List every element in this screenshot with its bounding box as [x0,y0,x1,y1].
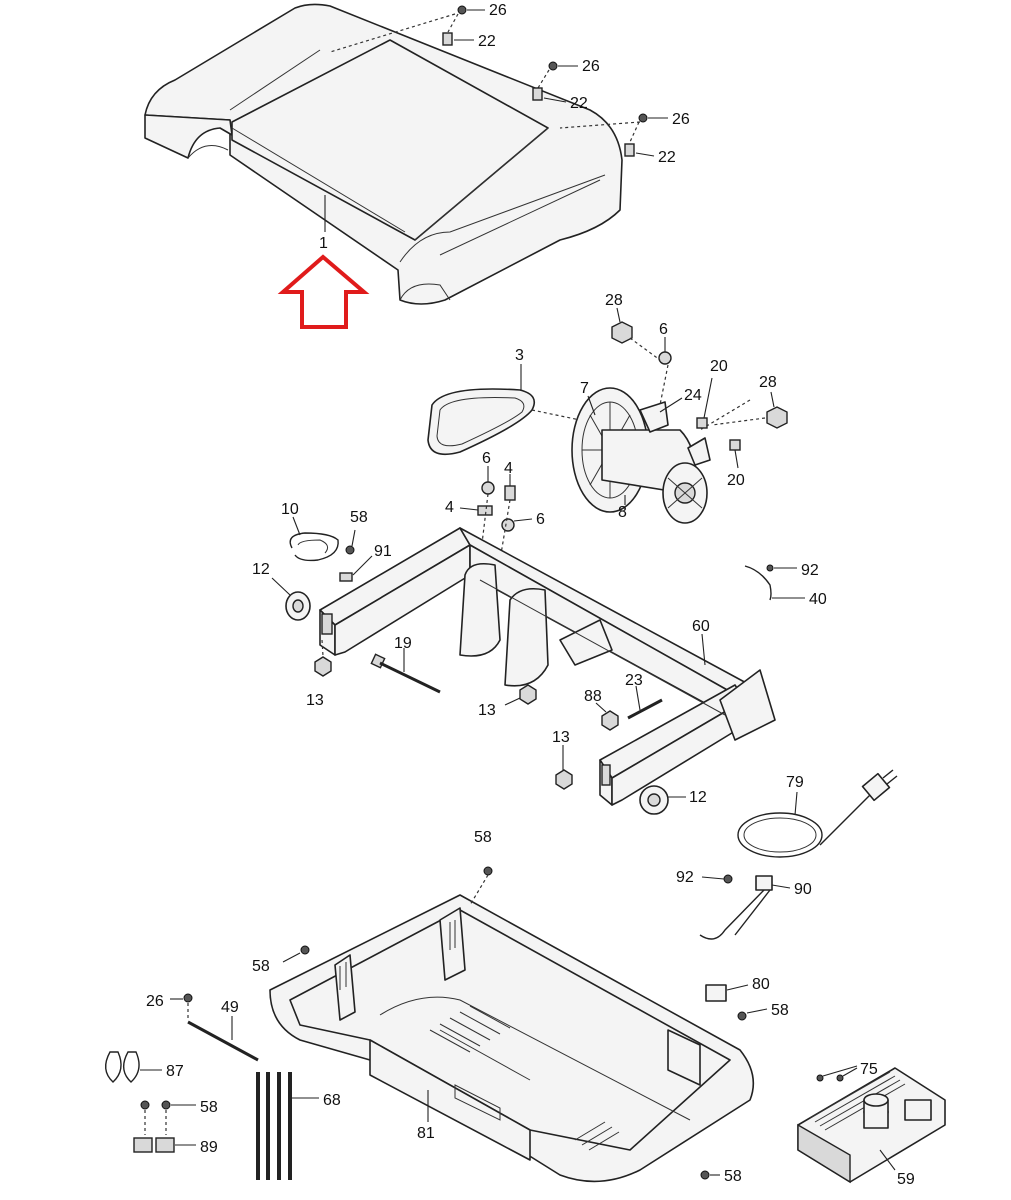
label-nut-13c: 13 [552,729,570,746]
belt-part [427,388,536,456]
label-screw-58f: 58 [724,1168,742,1185]
label-screw-26c: 26 [672,111,690,128]
label-nut-28a: 28 [605,292,623,309]
label-bolt-23: 23 [625,672,643,689]
controller-part [797,1067,946,1184]
label-screw-92a: 92 [801,562,819,579]
label-switch-80: 80 [752,976,770,993]
label-screw-92b: 92 [676,869,694,886]
label-flywheel: 7 [580,380,589,397]
label-bracket-24: 24 [684,387,702,404]
highlight-arrow-icon [277,254,370,329]
label-screw-58d: 58 [771,1002,789,1019]
label-motor: 8 [618,504,627,521]
label-nut-88: 88 [584,688,602,705]
clips-87-part [105,1051,140,1083]
label-screw-26a: 26 [489,2,507,19]
label-screw-26b: 26 [582,58,600,75]
motor-hardware [611,307,788,469]
switch-part [705,984,727,1002]
wheel-right-part [639,785,669,815]
label-bolt-4b: 4 [445,499,454,516]
label-bolt-19: 19 [394,635,412,652]
label-tie-49: 49 [221,999,239,1016]
bolt-19-part [370,653,441,694]
wheel-left-part [285,591,311,621]
hood-hardware [329,5,668,157]
label-controller-59: 59 [897,1171,915,1188]
label-washer-6b: 6 [482,450,491,467]
label-clip-22c: 22 [658,149,676,166]
label-screw-75: 75 [860,1061,878,1078]
vent-slots-icon [429,1005,620,1151]
ties-68-part [256,1072,292,1180]
label-screw-58c: 58 [252,958,270,975]
wire-10-part [289,532,339,562]
label-nut-13b: 13 [478,702,496,719]
label-clip-22a: 22 [478,33,496,50]
label-clip-89: 89 [200,1139,218,1156]
label-base-81: 81 [417,1125,435,1142]
label-clips-87: 87 [166,1063,184,1080]
label-washer-6c: 6 [536,511,545,528]
label-bolt-4a: 4 [504,460,513,477]
label-screw-58b: 58 [474,829,492,846]
label-wheel-right: 12 [689,789,707,806]
label-strain-relief-90: 90 [794,881,812,898]
strain-relief-part [699,874,773,940]
label-screw-58a: 58 [350,509,368,526]
label-wheel-left: 12 [252,561,270,578]
label-cord-79: 79 [786,774,804,791]
label-clip-22b: 22 [570,95,588,112]
frame-part [319,527,776,806]
label-nut-13a: 13 [306,692,324,709]
label-screw-91: 91 [374,543,392,560]
label-screw-26d: 26 [146,993,164,1010]
label-bolt-20a: 20 [710,358,728,375]
power-cord-part [737,769,898,858]
motor-assembly [571,387,711,524]
label-nut-28b: 28 [759,374,777,391]
label-frame: 60 [692,618,710,635]
label-bolt-20b: 20 [727,472,745,489]
label-hood: 1 [319,235,328,252]
base-part [269,894,755,1183]
label-ties-68: 68 [323,1092,341,1109]
label-wire-40: 40 [809,591,827,608]
label-belt: 3 [515,347,524,364]
label-screw-58e: 58 [200,1099,218,1116]
hood-part [144,3,623,305]
label-washer-6a: 6 [659,321,668,338]
label-wire-10: 10 [281,501,299,518]
